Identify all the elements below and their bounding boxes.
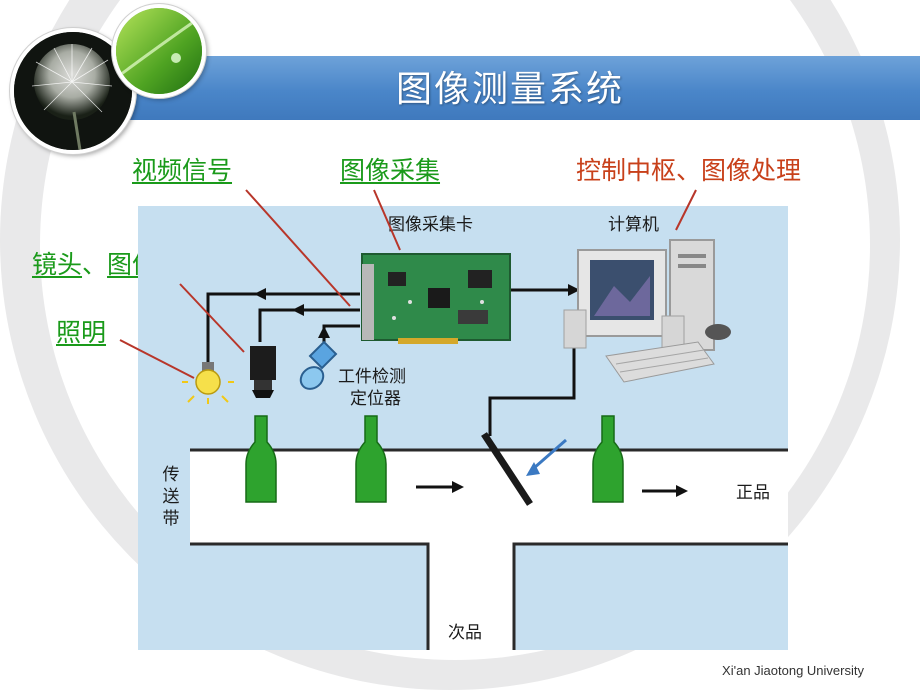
title-banner: [110, 56, 920, 120]
leaf-photo: [112, 4, 206, 98]
good-product-label: 正品: [736, 483, 770, 503]
slide-title: 图像测量系统: [395, 69, 624, 110]
label-lens-separator: 、: [82, 250, 108, 279]
conveyor-label: 传送带: [162, 465, 180, 529]
capture-card-label: 图像采集卡: [388, 215, 473, 235]
flow-arrows: [416, 485, 678, 493]
measurement-diagram: 图像采集卡 计算机 工件检测 定位器 传送带 正品 次品: [138, 206, 788, 650]
workpiece-detector-label-1: 工件检测: [338, 367, 406, 387]
bottles: [245, 415, 624, 503]
capture-card-icon: [361, 253, 511, 344]
label-lighting: 照明: [56, 318, 107, 347]
diverter-gate: [481, 432, 533, 506]
workpiece-detector-label-2: 定位器: [350, 389, 401, 409]
label-lens: 镜头: [32, 250, 83, 279]
label-image-capture: 图像采集: [340, 156, 441, 185]
computer-icon: [563, 239, 731, 383]
light-bulb-icon: [182, 362, 234, 404]
computer-label: 计算机: [608, 215, 659, 235]
footer-university: Xi'an Jiaotong University: [722, 663, 864, 678]
camera-icon: [250, 346, 276, 398]
reject-product-label: 次品: [448, 623, 482, 643]
diagram-drawing: [182, 239, 788, 650]
label-video-signal: 视频信号: [132, 156, 233, 185]
label-control-center: 控制中枢、图像处理: [576, 156, 802, 185]
position-sensor-icon: [299, 340, 338, 390]
